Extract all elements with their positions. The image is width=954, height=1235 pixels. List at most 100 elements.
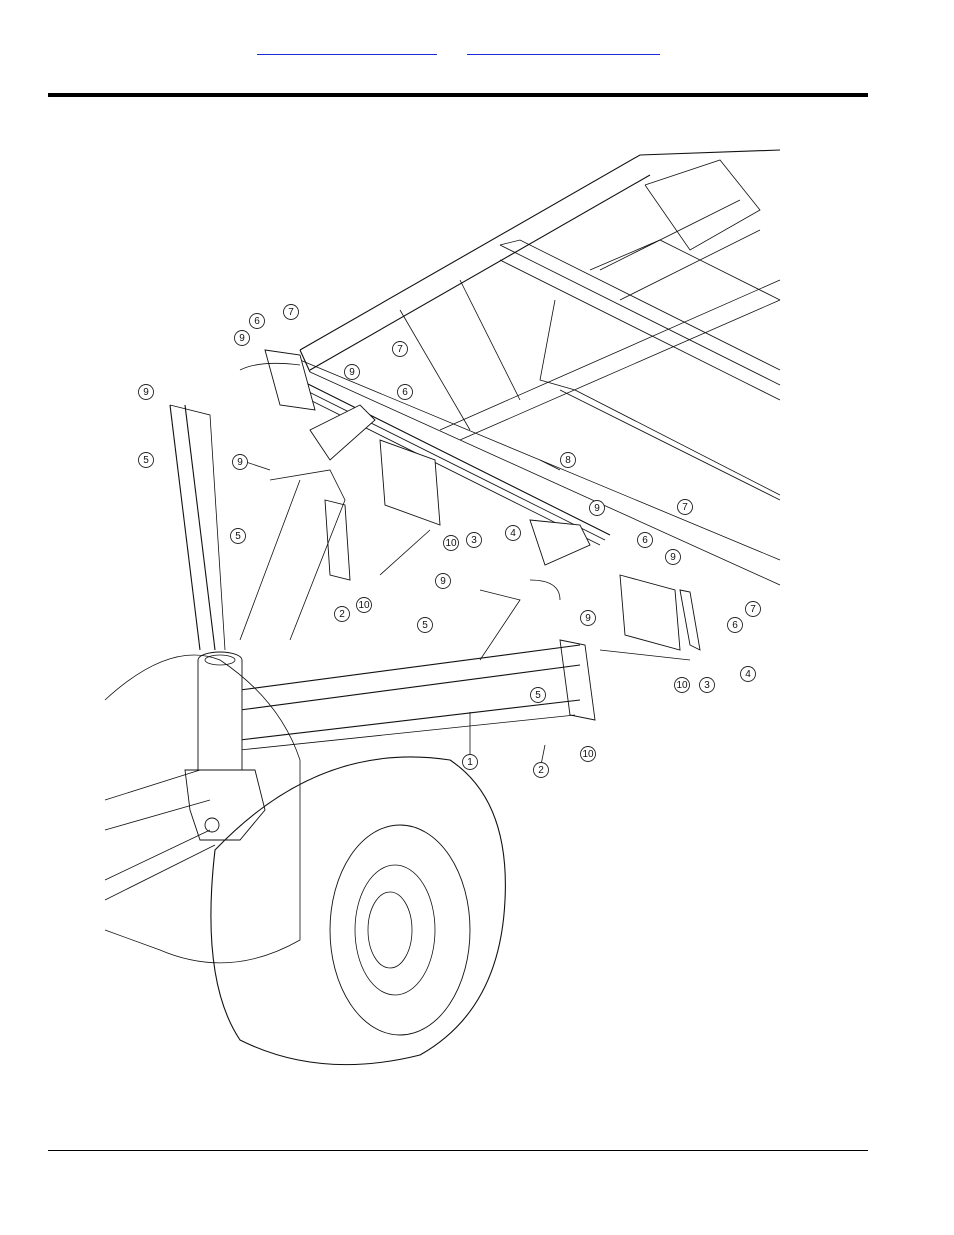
callout-circle (462, 754, 478, 770)
callout-5: 5 (230, 528, 246, 544)
header-link-2[interactable] (467, 40, 660, 55)
callout-circle (560, 452, 576, 468)
callout-number: 9 (594, 503, 600, 514)
header-rule (48, 93, 868, 97)
callout-9: 9 (344, 364, 360, 380)
callout-number: 4 (510, 528, 516, 539)
callout-circle (392, 341, 408, 357)
wheels (104, 654, 506, 1066)
callout-circle (356, 597, 372, 613)
callout-3: 3 (699, 677, 715, 693)
footer-rule (48, 1150, 868, 1151)
leader-lines (239, 362, 691, 766)
callout-9: 9 (589, 500, 605, 516)
callout-number: 7 (288, 307, 294, 318)
callout-circle (232, 454, 248, 470)
callout-2: 2 (533, 762, 549, 778)
callout-4: 4 (740, 666, 756, 682)
callout-number: 10 (445, 538, 457, 549)
callout-6: 6 (637, 532, 653, 548)
callout-9: 9 (665, 549, 681, 565)
callout-number: 9 (239, 333, 245, 344)
callout-4: 4 (505, 525, 521, 541)
header-link-1[interactable] (257, 40, 437, 55)
callout-number: 2 (538, 765, 544, 776)
callout-6: 6 (249, 313, 265, 329)
callout-circle (234, 330, 250, 346)
callout-number: 10 (582, 749, 594, 760)
callout-8: 8 (560, 452, 576, 468)
spindle-tower (184, 651, 266, 841)
callout-7: 7 (392, 341, 408, 357)
callout-circle (674, 677, 690, 693)
callout-circle (344, 364, 360, 380)
callout-number: 3 (471, 535, 477, 546)
callout-circle (530, 687, 546, 703)
callout-9: 9 (435, 573, 451, 589)
hitch-arms (169, 404, 581, 751)
callout-number: 7 (397, 344, 403, 355)
callout-9: 9 (234, 330, 250, 346)
callout-circle (466, 532, 482, 548)
callout-number: 9 (237, 457, 243, 468)
callout-circle (665, 549, 681, 565)
callout-5: 5 (138, 452, 154, 468)
callout-7: 7 (677, 499, 693, 515)
callout-circle (699, 677, 715, 693)
callout-number: 7 (750, 604, 756, 615)
callout-circle (580, 746, 596, 762)
callout-circle (589, 500, 605, 516)
callout-10: 10 (443, 535, 459, 551)
callout-number: 4 (745, 669, 751, 680)
callout-3: 3 (466, 532, 482, 548)
callout-6: 6 (727, 617, 743, 633)
callout-number: 8 (565, 455, 571, 466)
callout-circle (435, 573, 451, 589)
callout-circle (580, 610, 596, 626)
callout-2: 2 (334, 606, 350, 622)
callout-number: 5 (235, 531, 241, 542)
callout-number: 6 (642, 535, 648, 546)
callout-number: 10 (676, 680, 688, 691)
callout-circle (505, 525, 521, 541)
callout-circle (334, 606, 350, 622)
callout-number: 5 (143, 455, 149, 466)
callout-circle (397, 384, 413, 400)
callout-number: 9 (440, 576, 446, 587)
callout-number: 5 (422, 620, 428, 631)
callout-9: 9 (580, 610, 596, 626)
callout-circle (745, 601, 761, 617)
frame-rails (299, 149, 781, 586)
mounting-plates (264, 349, 701, 721)
callout-7: 7 (283, 304, 299, 320)
callout-circle (138, 384, 154, 400)
callout-circle (533, 762, 549, 778)
callout-number: 10 (358, 600, 370, 611)
callout-circle (443, 535, 459, 551)
callout-number: 9 (143, 387, 149, 398)
callout-circle (637, 532, 653, 548)
callout-number: 9 (670, 552, 676, 563)
callout-number: 6 (254, 316, 260, 327)
callout-circle (249, 313, 265, 329)
callout-circle (740, 666, 756, 682)
callout-number: 1 (467, 757, 473, 768)
callout-9: 9 (138, 384, 154, 400)
callout-circle (230, 528, 246, 544)
callout-circle (417, 617, 433, 633)
callout-number: 9 (349, 367, 355, 378)
callout-10: 10 (356, 597, 372, 613)
callout-circle (727, 617, 743, 633)
callout-5: 5 (417, 617, 433, 633)
callout-1: 1 (462, 754, 478, 770)
callout-circle (138, 452, 154, 468)
callout-5: 5 (530, 687, 546, 703)
callout-6: 6 (397, 384, 413, 400)
callout-number: 2 (339, 609, 345, 620)
callout-9: 9 (232, 454, 248, 470)
callout-circle (283, 304, 299, 320)
callout-number: 3 (704, 680, 710, 691)
callout-number: 7 (682, 502, 688, 513)
